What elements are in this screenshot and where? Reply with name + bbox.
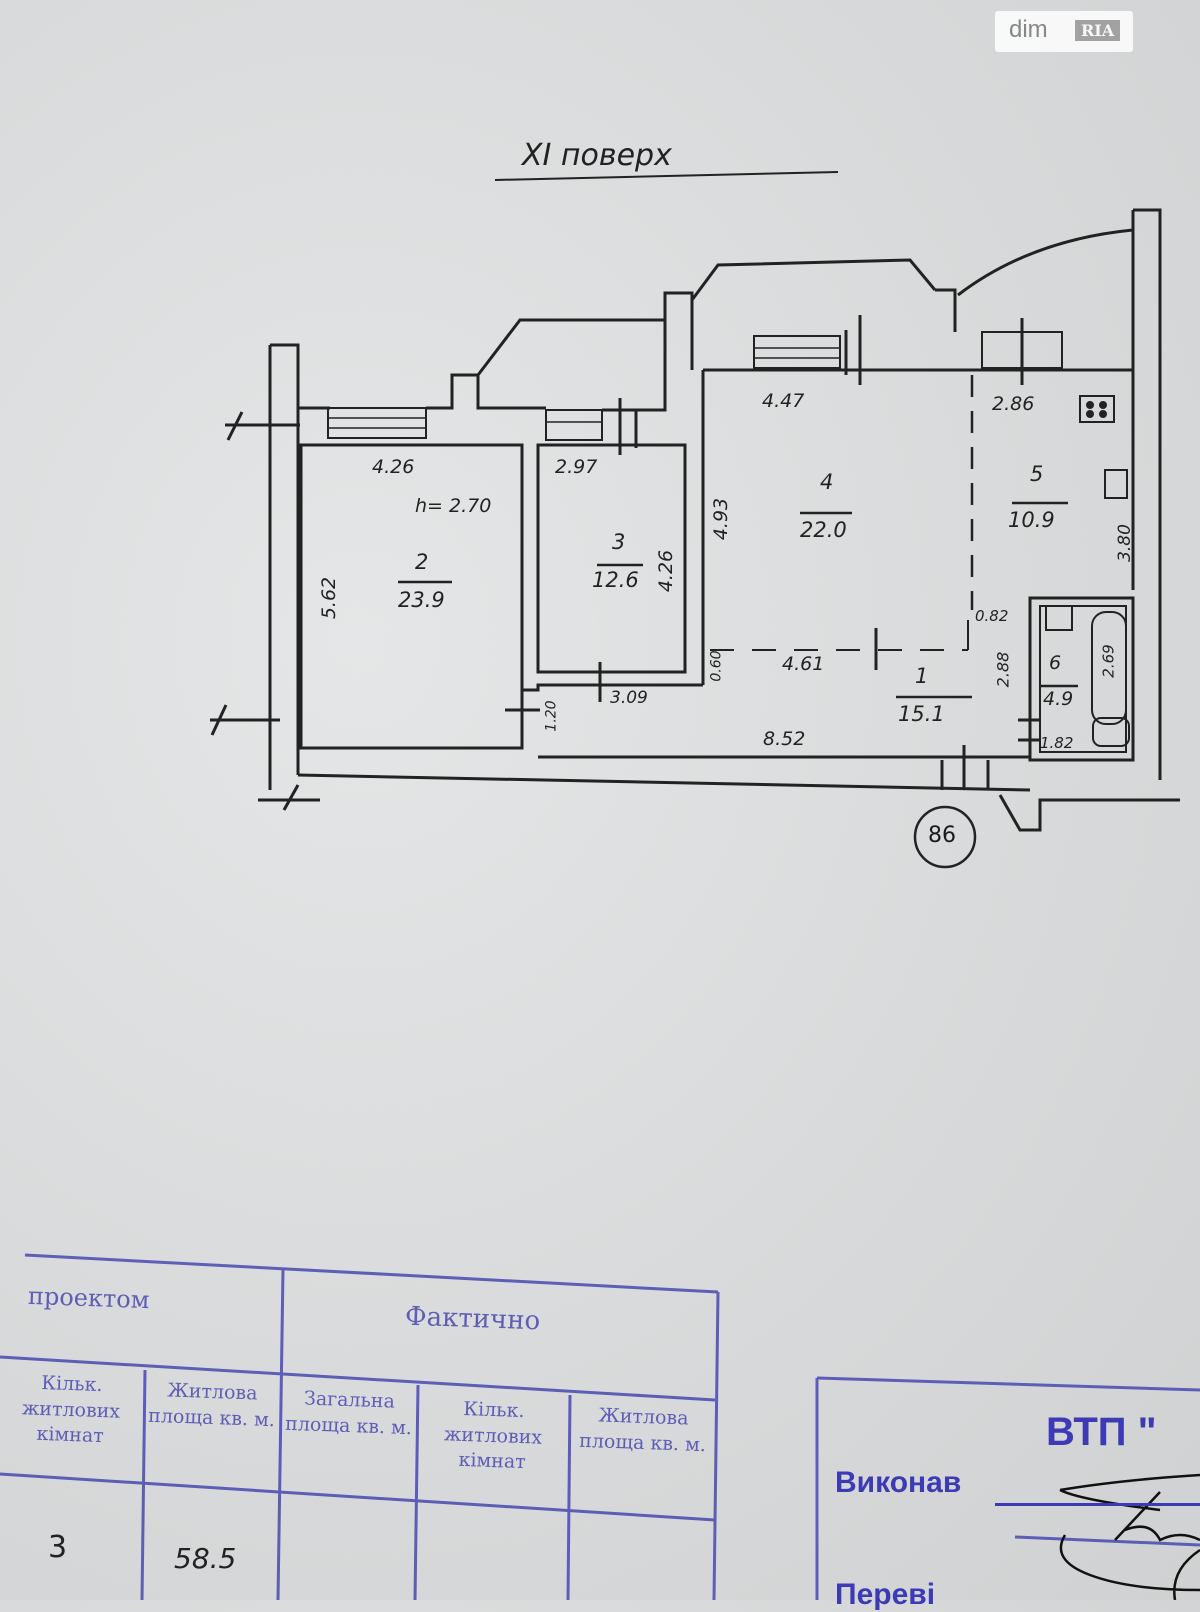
header-living-area-actual: Житлова площа кв. м.: [578, 1404, 707, 1456]
dim-hall-opening: 0.60: [708, 650, 725, 682]
ceiling-height: h= 2.70: [415, 495, 492, 517]
bathtub-icon: [1091, 611, 1127, 725]
room-4-area: 22.0: [800, 518, 847, 542]
sink-icon: [1045, 605, 1073, 631]
dim-room4-length: 4.93: [710, 497, 733, 541]
room-2-number: 2: [415, 550, 429, 574]
watermark-ria: RIA: [1075, 20, 1121, 41]
dim-corridor-width: 3.09: [610, 688, 648, 708]
stamp-org: ВТП ": [1046, 1410, 1157, 1454]
balcony-3: [957, 228, 1134, 297]
stamp-performed-by: Виконав: [835, 1466, 962, 1499]
dim-hall-width: 4.61: [782, 653, 825, 675]
dim-bath-width: 1.82: [1040, 734, 1074, 752]
dim-room5-length: 3.80: [1114, 524, 1135, 562]
dim-bath-length: 2.88: [993, 651, 1013, 688]
dim-room3-width: 2.97: [555, 456, 598, 478]
room-3-area: 12.6: [592, 568, 639, 592]
apartment-number-circle: [913, 805, 977, 869]
balcony-1: [476, 318, 665, 376]
room-6-outline: [1028, 596, 1135, 762]
outer-wall: [270, 343, 330, 410]
stamp-table-lines: [0, 1253, 1200, 1600]
room-6-number: 6: [1049, 652, 1062, 674]
room-1-area: 15.1: [898, 702, 945, 726]
dim-hall-length: 8.52: [763, 728, 806, 750]
toilet-icon: [1092, 717, 1130, 747]
section-actual-label: Фактично: [404, 1301, 541, 1337]
room-3-outline: [536, 443, 687, 674]
balcony-2: [690, 258, 937, 301]
room-1-number: 1: [915, 664, 929, 688]
header-total-area-actual: Загальна площа кв. м.: [284, 1387, 413, 1439]
dim-corridor-depth: 1.20: [543, 700, 560, 732]
signature-line: [995, 1503, 1200, 1506]
title-underline: [494, 171, 839, 181]
room-2-area: 23.9: [398, 588, 445, 612]
dim-niche: 0.82: [975, 607, 1009, 625]
floor-title: XI поверх: [522, 138, 672, 173]
stove-icon: [1079, 395, 1115, 423]
watermark-dim: dim: [1009, 16, 1048, 43]
room-2-outline: [299, 443, 524, 750]
stamp-checked-by: Переві: [835, 1578, 936, 1611]
room-6-area: 4.9: [1043, 688, 1074, 710]
apartment-number: 86: [928, 823, 956, 848]
header-room-count-project: Кільк. житлових кімнат: [21, 1371, 121, 1448]
room-4-number: 4: [820, 470, 834, 494]
value-room-count: 3: [48, 1530, 68, 1565]
room-5-number: 5: [1030, 462, 1044, 486]
dim-room4-width: 4.47: [762, 390, 805, 412]
room-3-number: 3: [612, 530, 626, 554]
section-project-label: проектом: [27, 1281, 150, 1315]
dim-room3-length: 4.26: [655, 549, 678, 593]
value-living-area: 58.5: [174, 1542, 237, 1575]
signature: [1059, 1473, 1200, 1600]
header-living-area-project: Житлова площа кв. м.: [147, 1379, 276, 1431]
dim-room5-width: 2.86: [992, 393, 1035, 415]
watermark: dim RIA: [995, 11, 1133, 52]
kitchen-sink-icon: [1104, 469, 1128, 499]
dim-room2-length: 5.62: [318, 576, 341, 620]
header-room-count-actual: Кільк. житлових кімнат: [443, 1397, 543, 1474]
room-5-area: 10.9: [1008, 508, 1055, 532]
dim-bathtub: 2.69: [1099, 644, 1118, 678]
dim-room2-width: 4.26: [372, 456, 415, 478]
